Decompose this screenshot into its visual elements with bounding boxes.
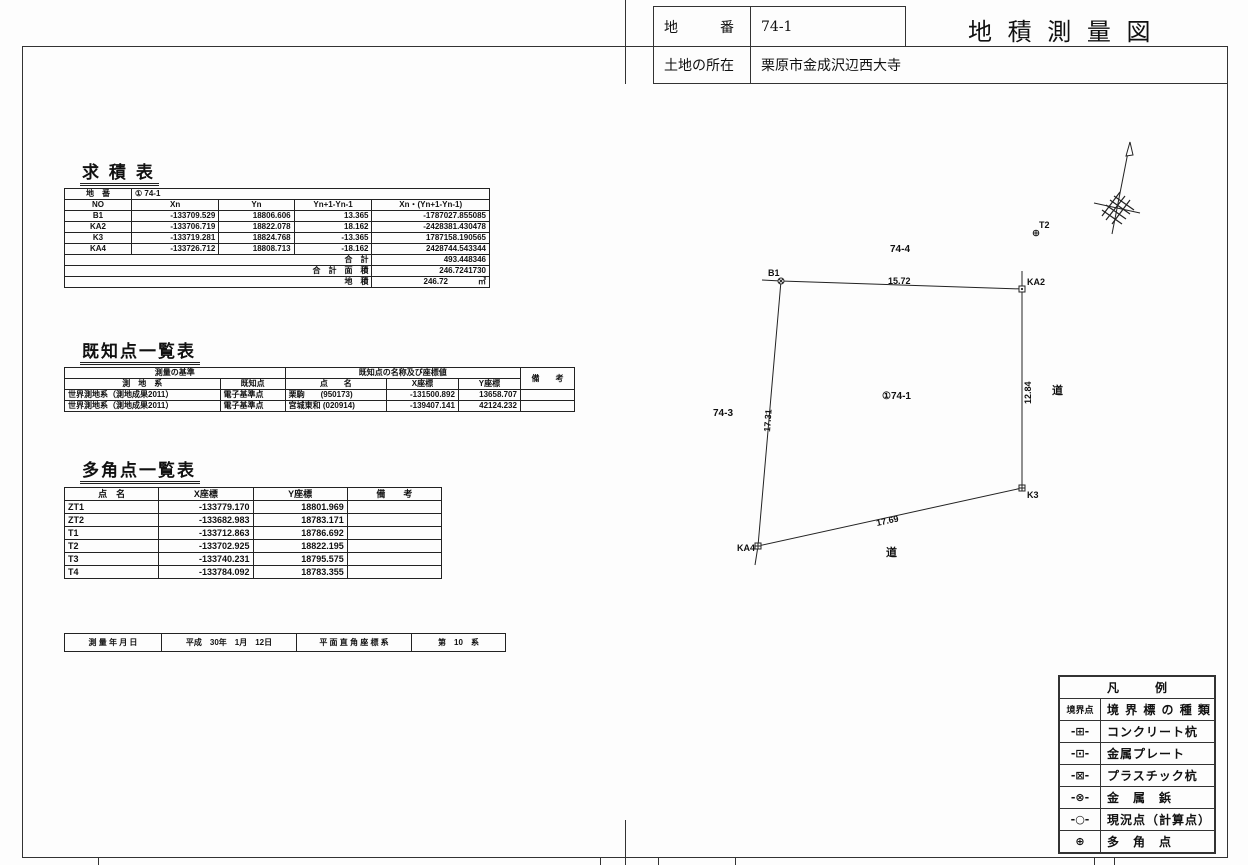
survey-info-bar: 測 量 年 月 日 平成 30年 1月 12日 平 面 直 角 座 標 系 第 … xyxy=(64,633,506,652)
polygon-point-icon: ⊕ xyxy=(1060,831,1101,852)
point-label-b1: B1 xyxy=(768,268,780,278)
edge-length-ka2-k3: 12.84 xyxy=(1023,381,1033,404)
fold-line-bottom xyxy=(625,820,626,865)
location-value: 栗原市金成沢辺西大寺 xyxy=(750,47,1227,83)
neighbor-south-road: 道 xyxy=(886,545,897,559)
north-arrow-icon xyxy=(1093,141,1141,235)
current-point-icon: -○- xyxy=(1060,809,1101,830)
edge-length-ka4-b1: 17.31 xyxy=(762,409,774,432)
known-points-title: 既知点一覧表 xyxy=(80,337,200,365)
fold-line-top xyxy=(625,0,626,84)
polygon-point-marker-t2 xyxy=(1032,229,1040,237)
polygon-points-title: 多角点一覧表 xyxy=(80,456,200,484)
location-box: 土地の所在 栗原市金成沢辺西大寺 xyxy=(653,46,1228,84)
area-value: 246.72 xyxy=(423,277,448,286)
legend-item: -○- 現況点（計算点） xyxy=(1060,809,1214,831)
coordinate-system-value: 第 10 系 xyxy=(411,633,506,652)
legend-item: ⊕ 多 角 点 xyxy=(1060,831,1214,852)
neighbor-east-road: 道 xyxy=(1052,383,1063,397)
table-row: 世界測地系（測地成果2011）電子基準点宮城東和 (020914)-139407… xyxy=(64,400,576,412)
concrete-pile-icon: -⊞- xyxy=(1060,721,1101,742)
legend-item-label: プラスチック杭 xyxy=(1107,769,1198,783)
legend-col-type: 境 界 標 の 種 類 xyxy=(1107,703,1211,717)
table-cell: 宮城東和 (020914) xyxy=(284,400,388,412)
legend-item: -⊠- プラスチック杭 xyxy=(1060,765,1214,787)
neighbor-west: 74-3 xyxy=(713,408,733,419)
bottom-strip xyxy=(22,857,1228,865)
concrete-pile-marker-k3 xyxy=(1018,484,1026,492)
neighbor-north: 74-4 xyxy=(890,244,910,255)
legend-item: -⊞- コンクリート杭 xyxy=(1060,721,1214,743)
concrete-pile-marker-ka4 xyxy=(754,542,762,550)
page-title: 地 積 測 量 図 xyxy=(968,18,1155,46)
survey-date-value: 平成 30年 1月 12日 xyxy=(161,633,297,652)
legend-item-label: 金 属 鋲 xyxy=(1107,791,1173,805)
metal-plate-marker-ka2 xyxy=(1018,285,1026,293)
legend-item: -⊡- 金属プレート xyxy=(1060,743,1214,765)
metal-plate-icon: -⊡- xyxy=(1060,743,1101,764)
area-table-title: 求 積 表 xyxy=(80,158,159,186)
legend-item: -⊗- 金 属 鋲 xyxy=(1060,787,1214,809)
legend-title: 凡 例 xyxy=(1060,677,1214,699)
legend-item-label: 金属プレート xyxy=(1107,747,1186,761)
legend-box: 凡 例 境界点 境 界 標 の 種 類 -⊞-コンクリート杭-⊡-金属プレート-… xyxy=(1058,675,1216,854)
plastic-pile-icon: -⊠- xyxy=(1060,765,1101,786)
parcel-label: ①74-1 xyxy=(882,391,911,402)
table-row: 世界測地系（測地成果2011）電子基準点栗駒 (950173)-131500.8… xyxy=(64,389,576,401)
legend-item-label: コンクリート杭 xyxy=(1107,725,1199,739)
metal-tack-icon: -⊗- xyxy=(1060,787,1101,808)
table-cell: -139407.141 xyxy=(386,400,459,412)
point-label-t2: T2 xyxy=(1039,220,1050,230)
chiban-value: 74-1 xyxy=(750,7,905,46)
table-cell xyxy=(519,400,576,412)
area-value-cell: 246.72 ㎡ xyxy=(371,276,490,288)
table-cell xyxy=(346,565,443,579)
legend-item-label: 現況点（計算点） xyxy=(1107,813,1212,827)
chiban-label: 地 番 xyxy=(664,19,734,36)
area-unit: ㎡ xyxy=(478,277,486,286)
legend-item-label: 多 角 点 xyxy=(1107,835,1173,849)
location-label: 土地の所在 xyxy=(664,58,734,74)
edge-length-b1-ka2: 15.72 xyxy=(888,276,911,286)
parcel-boundary xyxy=(757,280,1023,547)
table-cell: 世界測地系（測地成果2011） xyxy=(64,400,221,412)
point-label-ka4: KA4 xyxy=(737,543,755,553)
metal-tack-marker-b1 xyxy=(777,277,785,285)
legend-col-symbol: 境界点 xyxy=(1060,699,1101,720)
point-label-k3: K3 xyxy=(1027,490,1039,500)
table-cell: -133784.092 xyxy=(158,565,254,579)
survey-date-label: 測 量 年 月 日 xyxy=(64,633,162,652)
table-cell: 42124.232 xyxy=(457,400,521,412)
area-label: 地 積 xyxy=(63,276,373,288)
point-label-ka2: KA2 xyxy=(1027,277,1045,287)
edge-length-k3-ka4: 17.69 xyxy=(875,513,899,527)
